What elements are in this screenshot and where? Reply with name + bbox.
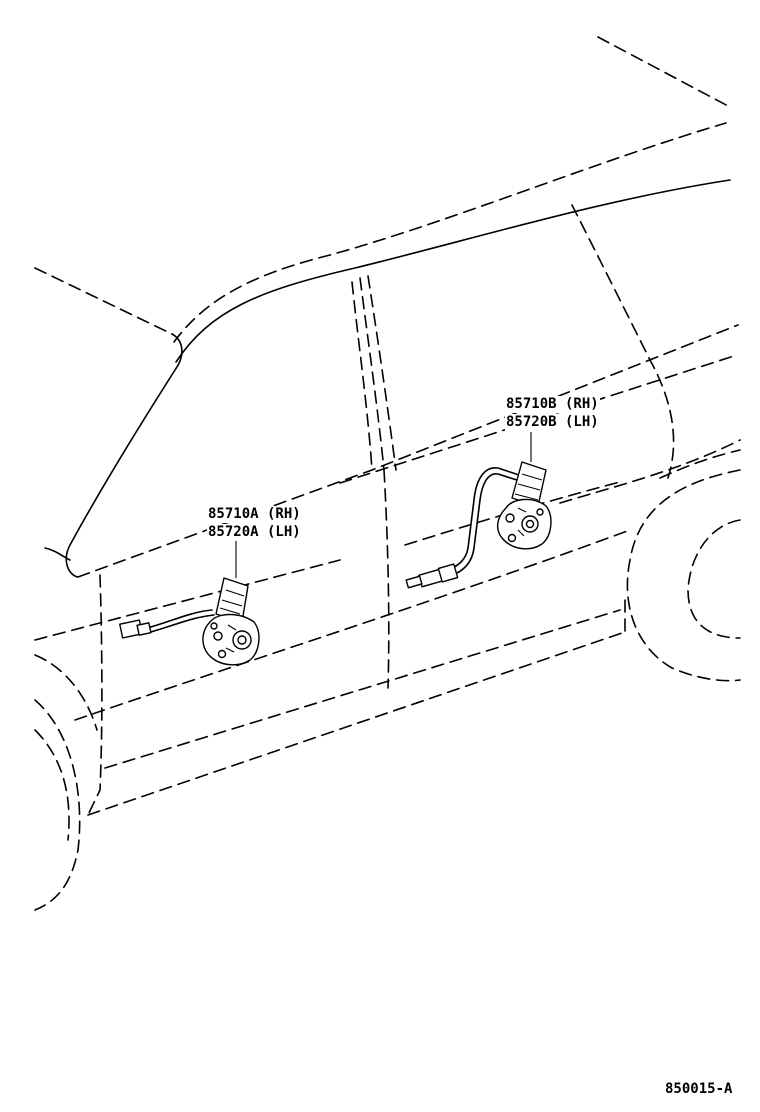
front-window-regulator-motor — [119, 540, 260, 666]
diagram-code: 850015-A — [664, 1081, 734, 1098]
vehicle-body-outline — [34, 36, 741, 911]
front-callout-rh: 85710A (RH) — [207, 506, 302, 523]
rear-callout-rh: 85710B (RH) — [505, 396, 600, 413]
front-callout-lh: 85720A (LH) — [207, 524, 302, 541]
rear-window-regulator-motor — [405, 432, 552, 589]
rear-callout-lh: 85720B (LH) — [505, 414, 600, 431]
